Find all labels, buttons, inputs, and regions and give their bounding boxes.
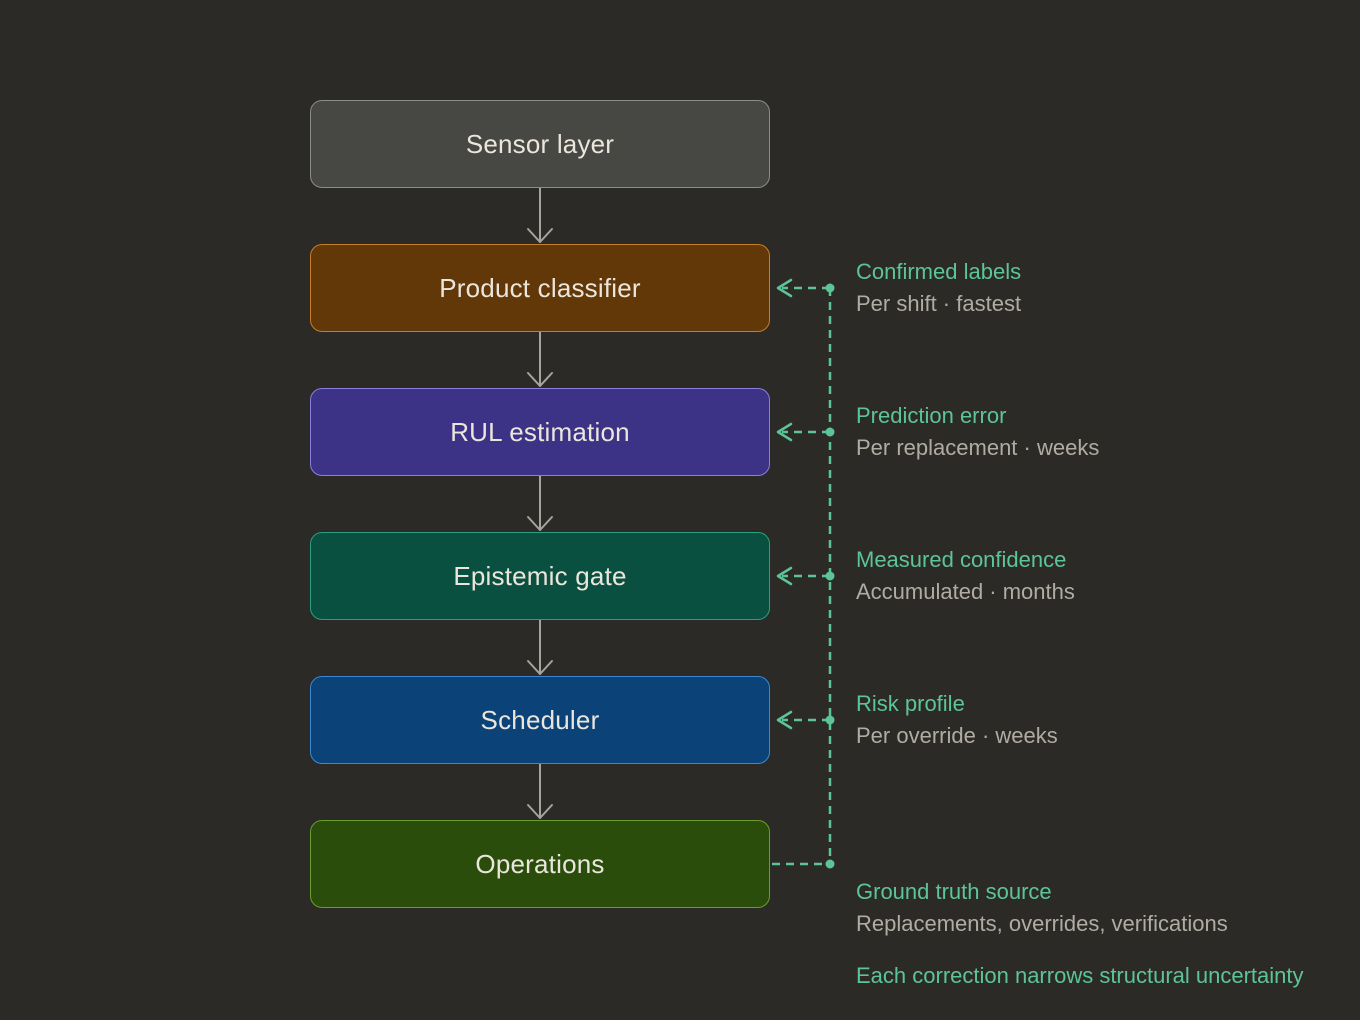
feedback-junction-dots (825, 283, 835, 869)
node-scheduler: Scheduler (310, 676, 770, 764)
node-rul-estimation: RUL estimation (310, 388, 770, 476)
feedback-annotation-rul: Prediction error Per replacement · weeks (856, 400, 1099, 464)
feedback-detail: Per override · weeks (856, 723, 1058, 748)
footer-caption: Each correction narrows structural uncer… (856, 963, 1304, 988)
ground-truth-title: Ground truth source (856, 879, 1052, 904)
feedback-title: Confirmed labels (856, 259, 1022, 284)
feedback-detail: Per replacement · weeks (856, 435, 1100, 460)
feedback-annotation-scheduler: Risk profile Per override · weeks (856, 688, 1058, 752)
arrow-rul-to-gate (527, 475, 553, 531)
feedback-title: Prediction error (856, 403, 1007, 428)
feedback-detail: Accumulated · months (856, 579, 1075, 604)
node-sensor-layer: Sensor layer (310, 100, 770, 188)
forward-arrows (527, 187, 553, 819)
feedback-loop (772, 286, 832, 866)
feedback-annotation-gate: Measured confidence Accumulated · months (856, 544, 1075, 608)
ground-truth-detail: Replacements, overrides, verifications (856, 911, 1228, 936)
node-epistemic-gate: Epistemic gate (310, 532, 770, 620)
feedback-title: Risk profile (856, 691, 965, 716)
arrow-gate-to-scheduler (527, 619, 553, 675)
arrow-classifier-to-rul (527, 331, 553, 387)
arrow-sensor-to-classifier (527, 187, 553, 243)
feedback-annotation-classifier: Confirmed labels Per shift · fastest (856, 256, 1021, 320)
node-operations: Operations (310, 820, 770, 908)
arrow-scheduler-to-operations (527, 763, 553, 819)
ground-truth-annotation: Ground truth source Replacements, overri… (856, 876, 1228, 940)
feedback-title: Measured confidence (856, 547, 1067, 572)
feedback-detail: Per shift · fastest (856, 291, 1022, 316)
node-product-classifier: Product classifier (310, 244, 770, 332)
feedback-arrowheads (776, 278, 793, 730)
